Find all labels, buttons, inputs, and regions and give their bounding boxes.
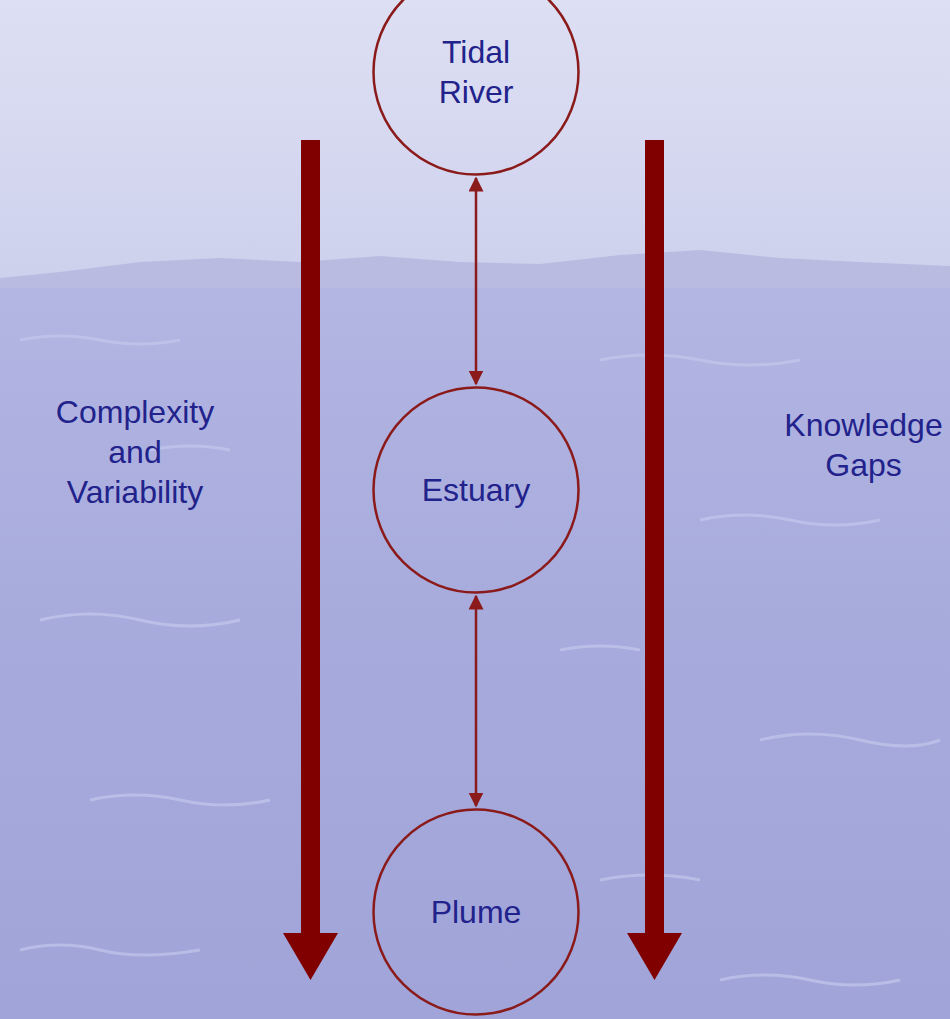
wave — [760, 734, 940, 746]
wave — [720, 975, 900, 985]
wave — [40, 614, 240, 626]
side-label: Complexity and Variability — [40, 392, 230, 512]
wave — [700, 515, 880, 525]
down-arrow — [627, 140, 682, 980]
double-arrow — [475, 596, 478, 806]
wave — [90, 795, 270, 805]
sea — [0, 288, 950, 1019]
distant-hills — [0, 250, 950, 292]
node-label: Plume — [431, 892, 522, 932]
circle-border — [374, 0, 579, 175]
wave — [560, 646, 640, 650]
wave — [20, 945, 200, 955]
node-label: Tidal River — [411, 32, 541, 112]
side-label: Knowledge Gaps — [782, 405, 945, 485]
circle-node: Tidal River — [372, 0, 580, 176]
node-text-group: Plume — [431, 892, 522, 932]
trend-arrows — [283, 140, 682, 980]
sky — [0, 0, 950, 290]
circle-node: Estuary — [372, 386, 580, 594]
node-label: Estuary — [422, 470, 530, 510]
down-arrow — [283, 140, 338, 980]
wave — [600, 355, 800, 365]
wave — [20, 336, 180, 344]
circle-border — [374, 810, 579, 1015]
wave — [150, 446, 230, 450]
circle-node: Plume — [372, 808, 580, 1016]
double-arrow — [475, 178, 478, 384]
node-text-group: Tidal River — [411, 32, 541, 112]
circle-border — [374, 388, 579, 593]
node-text-group: Estuary — [422, 470, 530, 510]
